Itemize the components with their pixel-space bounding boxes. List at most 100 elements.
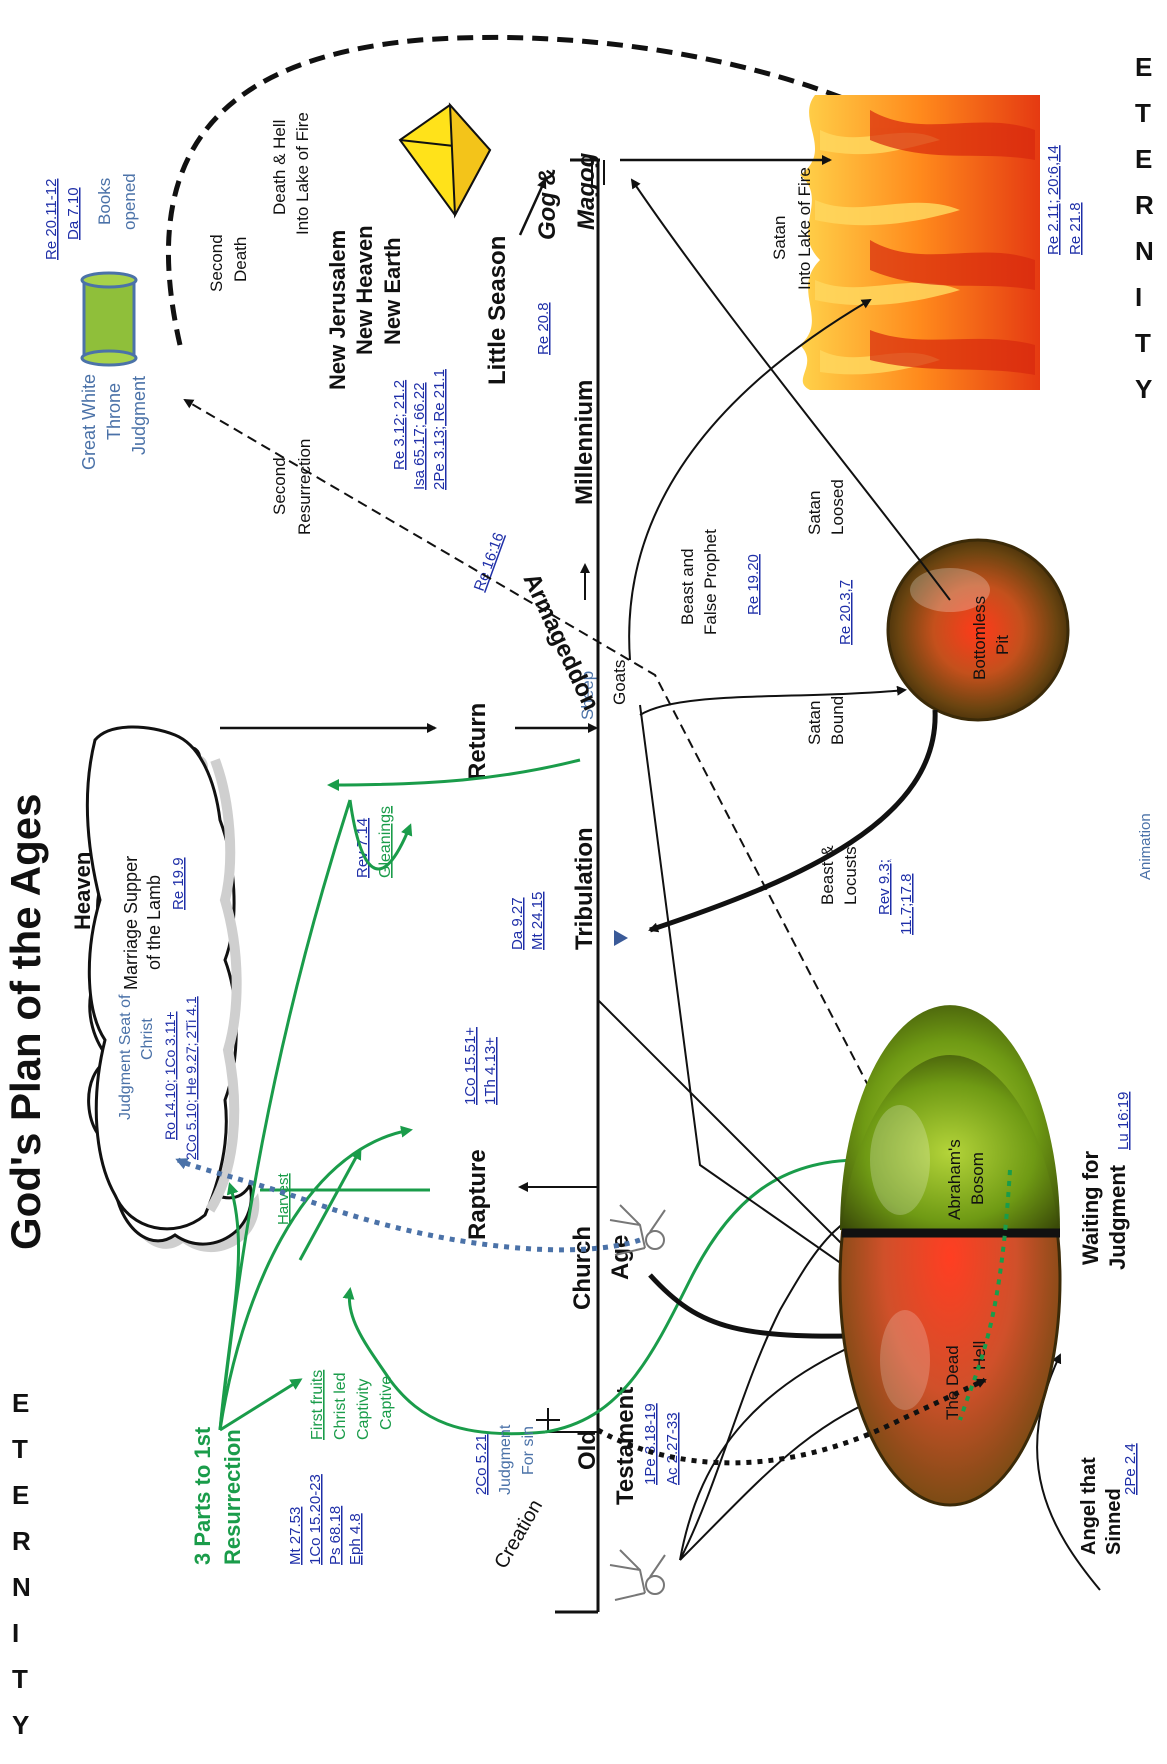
eternity-letter: T [12, 1664, 28, 1694]
judgment-seat-line1: Judgment Seat of [117, 994, 134, 1120]
gwt-line1: Great White [79, 374, 99, 470]
trib-ref[interactable]: Mt 24.15 [529, 892, 546, 950]
sheep-label: Sheep [578, 671, 597, 720]
lake-ref[interactable]: Re 2.11; 20:6,14 [1045, 145, 1062, 255]
gwt-ref[interactable]: Re 20.11-12 [43, 179, 60, 260]
lu-ref[interactable]: Lu 16:19 [1115, 1092, 1132, 1150]
eternity-letter: I [1135, 282, 1142, 312]
resurrection-ref[interactable]: Mt 27.53 [287, 1507, 304, 1565]
resurrection-ref[interactable]: Eph 4.8 [347, 1513, 364, 1565]
judgment-seat-ref2[interactable]: 2Co 5.10; He 9.27; 2Ti 4.1 [183, 996, 199, 1160]
trib-ref[interactable]: Da 9.27 [509, 897, 526, 950]
beast-fp-ref[interactable]: Re 19.20 [745, 554, 762, 615]
rapture-ref[interactable]: 1Th 4.13+ [482, 1037, 499, 1105]
christ-led-label: Christ led [332, 1372, 349, 1440]
death-hell-line2: Into Lake of Fire [293, 112, 312, 235]
pyramid-icon [398, 102, 492, 219]
gog-label: Gog & [534, 168, 561, 240]
resurrection-ref[interactable]: 1Co 15.20-23 [307, 1474, 324, 1565]
tribulation-marker [614, 930, 628, 946]
locusts-ref[interactable]: 11.7;17.8 [898, 874, 915, 935]
sheol-oval [838, 1005, 1062, 1507]
creation-label: Creation [490, 1496, 547, 1572]
second-death-line2: Death [231, 237, 250, 282]
eternity-letter: R [12, 1526, 31, 1556]
resurrection-line1: 3 Parts to 1st [190, 1426, 215, 1565]
new-ref[interactable]: 2Pe 3.13; Re 21.1 [431, 369, 448, 490]
eternity-letter: E [1135, 144, 1152, 174]
eternity-left: E T E R N I T Y [12, 1388, 31, 1740]
rapture-ref[interactable]: 1Co 15.51+ [462, 1027, 479, 1105]
age-label: Age [607, 1235, 634, 1280]
rapture-label: Rapture [464, 1149, 491, 1240]
bottomless-pit [886, 538, 1070, 722]
new-earth: New Earth [380, 237, 405, 345]
judgment-sin-ref[interactable]: 2Co 5.21 [473, 1434, 490, 1495]
eternity-letter: T [1135, 328, 1151, 358]
gleanings-ref[interactable]: Rev 7.14 [354, 818, 371, 878]
satan-bound-line2: Bound [828, 696, 847, 745]
judgment-sin-line2: For sin [520, 1426, 537, 1475]
first-fruits-label: First fruits [309, 1370, 326, 1440]
new-ref[interactable]: Isa 65.17; 66.22 [411, 382, 428, 490]
armageddon-label: Armageddon [518, 569, 605, 715]
armageddon-ref[interactable]: Re 16:16 [471, 530, 508, 593]
bosom-label: Bosom [968, 1152, 987, 1205]
death-hell-line1: Death & Hell [270, 120, 289, 215]
judgment-sin-line1: Judgment [497, 1424, 514, 1495]
judgment-sin-ref2[interactable]: Ac 2.27-33 [664, 1412, 681, 1485]
falling-person-icon [609, 1204, 666, 1256]
eternity-letter: I [12, 1618, 19, 1648]
new-ref[interactable]: Re 3.12; 21.2 [391, 380, 408, 470]
falling-person-icon [609, 1549, 666, 1601]
little-season-ref[interactable]: Re 20.8 [535, 302, 552, 355]
lake-of-fire [800, 95, 1040, 390]
beast-fp-line2: False Prophet [701, 529, 720, 635]
bosom-transfer-path [958, 1169, 1012, 1421]
locusts-ref[interactable]: Rev 9.3; [876, 859, 893, 915]
beast-fp-line1: Beast and [678, 548, 697, 625]
gwt-ref[interactable]: Da 7.10 [65, 187, 82, 240]
pit-line1: Bottomless [970, 596, 989, 680]
goats-label: Goats [610, 660, 629, 705]
judgment-seat-ref1[interactable]: Ro 14.10; 1Co 3.11+ [162, 1011, 178, 1140]
heaven-cloud-body [85, 725, 238, 1231]
satan-loosed-line2: Loosed [828, 479, 847, 535]
eternity-letter: N [1135, 236, 1154, 266]
judgment-sin-ref2[interactable]: 1Pe 3.18-19 [642, 1403, 659, 1485]
second-death-line1: Second [207, 234, 226, 292]
little-season-label: Little Season [484, 236, 511, 385]
lake-ref[interactable]: Re 21.8 [1067, 202, 1084, 255]
pit-ref[interactable]: Re 20.3,7 [837, 580, 854, 645]
waiting-line2: Judgment [1105, 1164, 1130, 1270]
pit-arrows [628, 178, 951, 933]
books-line2: opened [120, 173, 139, 230]
satan-lake-line2: Into Lake of Fire [795, 167, 814, 290]
satan-bound-line1: Satan [805, 701, 824, 745]
animation-label[interactable]: Animation [1137, 813, 1154, 880]
return-label: Return [464, 703, 491, 780]
testament-label: Testament [612, 1387, 639, 1505]
satan-lake-line1: Satan [770, 216, 789, 260]
second-resurrection-line1: Second [270, 457, 289, 515]
eternity-letter: Y [1135, 374, 1152, 404]
gwt-line3: Judgment [129, 376, 149, 455]
resurrection-ref[interactable]: Ps 68.18 [327, 1506, 344, 1565]
eternity-letter: N [12, 1572, 31, 1602]
captive-label: Captive [378, 1376, 395, 1430]
marriage-supper-line1: Marriage Supper [121, 856, 141, 990]
marriage-supper-ref[interactable]: Re 19.9 [170, 857, 187, 910]
millennium-label: Millennium [571, 380, 598, 505]
church-label: Church [569, 1226, 596, 1310]
gwt-line2: Throne [104, 383, 124, 440]
heaven-title: Heaven [70, 852, 95, 930]
eternity-right: E T E R N I T Y [1135, 52, 1154, 404]
angel-line2: Sinned [1103, 1488, 1125, 1555]
abraham-label: Abraham's [945, 1139, 964, 1220]
angel-ref[interactable]: 2Pe 2.4 [1122, 1443, 1139, 1495]
angel-line1: Angel that [1078, 1457, 1100, 1555]
beast-locusts-line2: Locusts [841, 846, 860, 905]
dead-label: The Dead [943, 1345, 962, 1420]
new-jerusalem: New Jerusalem [325, 230, 350, 390]
